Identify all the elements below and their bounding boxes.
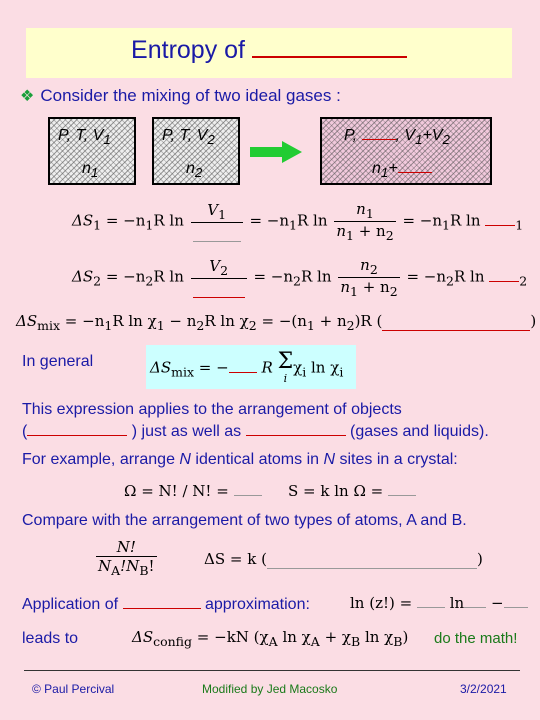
multinomial-fraction: N!NA!NB!	[96, 538, 157, 578]
bullet-text: Consider the mixing of two ideal gases :	[40, 86, 341, 105]
gas-box-mixed-top: P, , V1+V2	[344, 127, 450, 148]
footer-author: © Paul Percival	[32, 682, 115, 696]
general-formula-box	[146, 345, 356, 389]
footer-date: 3/2/2021	[460, 682, 507, 696]
application-text: Application of approximation:	[22, 596, 310, 613]
omega-equation: Ω = N! / N! =	[124, 482, 262, 500]
title-box: Entropy of	[26, 28, 512, 78]
footer-modified: Modified by Jed Macosko	[202, 682, 338, 696]
in-general-label: In general	[22, 353, 94, 370]
equation-dsmix: ΔSmix = −n1R ln χ1 − n2R ln χ2 = −(n1 + …	[16, 312, 537, 333]
gas-box-2-top: P, T, V2	[162, 127, 215, 148]
gas-box-2-bottom: n2	[186, 160, 203, 181]
right-arrow-icon	[250, 141, 302, 163]
stirling-formula: ln (z!) = ln −	[350, 594, 528, 612]
title-text: Entropy of	[131, 36, 245, 64]
paragraph-line-1: This expression applies to the arrangeme…	[22, 401, 402, 418]
footer-divider	[24, 670, 520, 671]
bullet-row: ❖ Consider the mixing of two ideal gases …	[20, 86, 341, 106]
diamond-bullet-icon: ❖	[20, 88, 35, 105]
config-entropy-formula: ΔSconfig = −kN (χA ln χA + χB ln χB)	[132, 628, 409, 649]
title-blank	[251, 56, 407, 58]
page-title: Entropy of	[26, 36, 512, 65]
entropy-equation: S = k ln Ω =	[288, 482, 417, 500]
gas-box-mixed-bottom: n1+	[372, 160, 432, 180]
leads-to-text: leads to	[22, 630, 79, 647]
do-the-math-text: do the math!	[434, 630, 518, 647]
compare-text: Compare with the arrangement of two type…	[22, 512, 467, 529]
paragraph-line-3: For example, arrange N identical atoms i…	[22, 451, 458, 468]
delta-s-equation: ΔS = k ( )	[204, 550, 483, 569]
gas-box-1-bottom: n1	[82, 160, 99, 181]
gas-box-1	[48, 117, 136, 185]
paragraph-line-2: ( ) just as well as (gases and liquids).	[22, 423, 489, 440]
gas-box-2	[152, 117, 240, 185]
gas-box-1-top: P, T, V1	[58, 127, 111, 148]
